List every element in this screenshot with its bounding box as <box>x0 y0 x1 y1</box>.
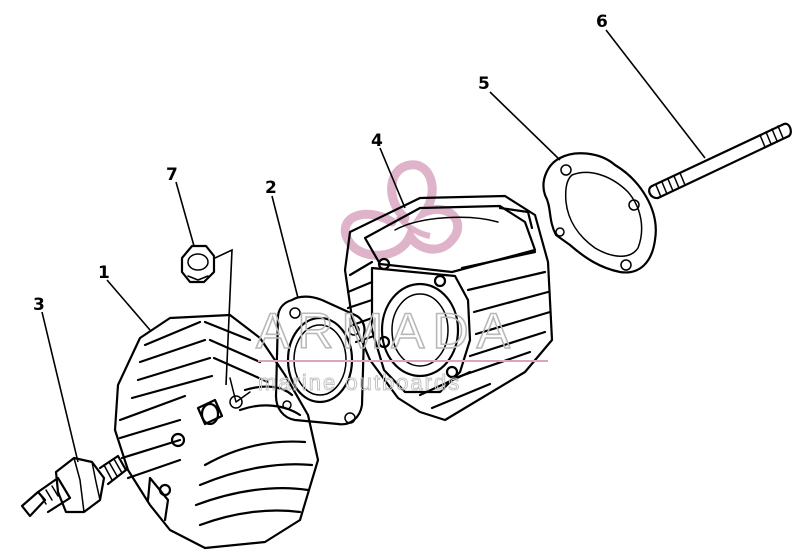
part-3-spark-plug <box>20 454 128 518</box>
leader-7 <box>175 181 195 247</box>
callout-6: 6 <box>596 12 608 32</box>
watermark-logo <box>340 160 463 260</box>
callout-1: 1 <box>98 263 110 283</box>
leader-lines <box>41 29 706 463</box>
part-6-stud-bolt <box>648 122 792 200</box>
leader-2 <box>271 195 299 299</box>
leader-6 <box>605 29 706 159</box>
leader-1 <box>106 279 151 331</box>
callout-5: 5 <box>478 74 490 94</box>
part-1-cylinder-head <box>113 313 320 550</box>
callout-4: 4 <box>371 131 383 151</box>
callout-3: 3 <box>33 295 45 315</box>
leader-3 <box>41 311 79 463</box>
callout-7: 7 <box>166 165 178 185</box>
callout-numbers: 1 2 3 4 5 6 7 <box>33 12 608 315</box>
watermark-text: ARMADA marine outboards <box>255 302 548 396</box>
watermark-tagline: marine outboards <box>258 370 461 395</box>
leader-7-to-head <box>214 248 233 386</box>
watermark-brand: ARMADA <box>256 303 518 359</box>
part-7-nut <box>180 244 216 284</box>
leader-5 <box>489 91 561 161</box>
leader-4 <box>379 147 406 209</box>
callout-2: 2 <box>265 178 277 198</box>
part-5-base-gasket <box>542 152 657 274</box>
